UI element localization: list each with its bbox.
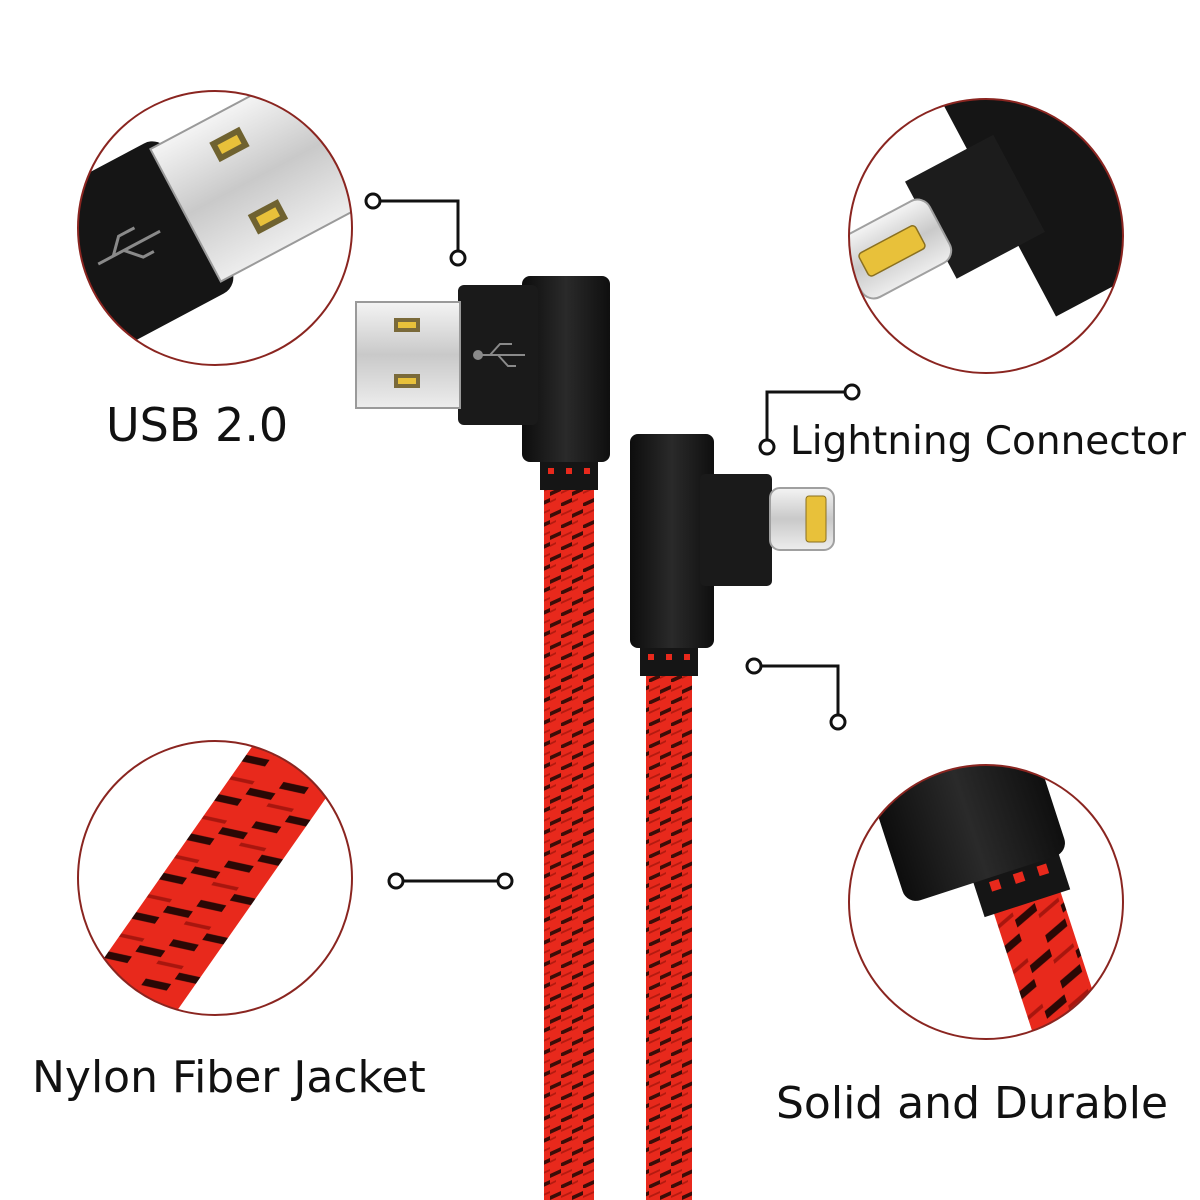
usb-cable-body bbox=[544, 485, 594, 1200]
usb-label: USB 2.0 bbox=[106, 398, 289, 452]
lightning-connector-housing bbox=[700, 474, 772, 586]
usb-cable-assembly bbox=[355, 276, 610, 1200]
nylon-detail-circle bbox=[77, 740, 353, 1016]
lightning-cable-assembly bbox=[630, 434, 835, 1200]
lightning-elbow-vertical bbox=[630, 434, 714, 648]
solid-label: Solid and Durable bbox=[776, 1078, 1169, 1129]
solid-detail-circle bbox=[848, 764, 1124, 1040]
callout-lines bbox=[364, 192, 861, 890]
lightning-detail-circle bbox=[848, 98, 1124, 374]
usb-elbow-vertical bbox=[522, 276, 610, 462]
usb-detail-circle bbox=[77, 90, 353, 366]
nylon-label: Nylon Fiber Jacket bbox=[32, 1052, 426, 1103]
lightning-strain-relief bbox=[640, 646, 698, 676]
lightning-label: Lightning Connector bbox=[790, 419, 1186, 464]
usb-metal-plug bbox=[355, 301, 461, 409]
usb-symbol-icon bbox=[473, 343, 525, 367]
usb-strain-relief bbox=[540, 460, 598, 490]
lightning-cable-body bbox=[646, 670, 692, 1200]
